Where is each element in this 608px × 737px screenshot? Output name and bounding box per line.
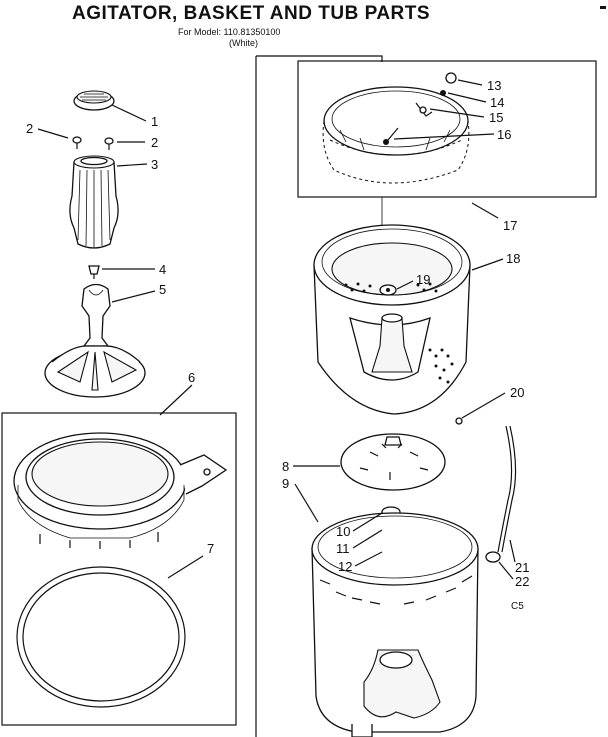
callout-9: 9 bbox=[282, 476, 289, 491]
callout-13: 13 bbox=[487, 78, 501, 93]
callout-21: 21 bbox=[515, 560, 529, 575]
page-code: C5 bbox=[511, 601, 524, 612]
callout-15: 15 bbox=[489, 110, 503, 125]
callout-20: 20 bbox=[510, 385, 524, 400]
callout-6: 6 bbox=[188, 370, 195, 385]
callout-4: 4 bbox=[159, 262, 166, 277]
leader-lines bbox=[37, 79, 516, 580]
model-number: For Model: 110.81350100 bbox=[178, 27, 280, 37]
screw-left bbox=[72, 136, 82, 149]
diagram-title: AGITATOR, BASKET AND TUB PARTS bbox=[72, 3, 430, 24]
callout-1: 1 bbox=[151, 114, 158, 129]
callout-18: 18 bbox=[506, 251, 520, 266]
callout-17: 17 bbox=[503, 218, 517, 233]
divider-bracket bbox=[256, 55, 383, 62]
callout-22: 22 bbox=[515, 574, 529, 589]
callout-labels: 1 2 2 3 4 5 6 7 8 9 10 11 12 13 14 15 16… bbox=[26, 78, 529, 589]
callout-14: 14 bbox=[490, 95, 504, 110]
callout-19: 19 bbox=[416, 272, 430, 287]
tub-ring-gasket bbox=[16, 566, 186, 708]
callout-2-left: 2 bbox=[26, 121, 33, 136]
corner-mark bbox=[600, 6, 606, 9]
balance-ring bbox=[322, 86, 470, 184]
agitator-clip bbox=[88, 265, 100, 279]
spin-basket bbox=[313, 224, 471, 415]
callout-10: 10 bbox=[336, 524, 350, 539]
agitator-base bbox=[44, 283, 146, 398]
splash-plate bbox=[340, 433, 446, 491]
callout-11: 11 bbox=[336, 541, 350, 556]
callout-2-right: 2 bbox=[151, 135, 158, 150]
agitator-barrel bbox=[69, 155, 119, 249]
tub-cover-group-frame bbox=[1, 412, 237, 726]
callout-12: 12 bbox=[338, 559, 352, 574]
callout-8: 8 bbox=[282, 459, 289, 474]
tub-cover bbox=[13, 432, 228, 549]
balance-ring-group-frame bbox=[297, 60, 597, 198]
callout-16: 16 bbox=[497, 127, 511, 142]
agitator-cap bbox=[73, 90, 115, 111]
callout-5: 5 bbox=[159, 282, 166, 297]
balance-ring-hardware bbox=[383, 72, 457, 145]
basket-drive-nut bbox=[379, 284, 397, 296]
model-color: (White) bbox=[229, 38, 258, 48]
drain-hose bbox=[497, 425, 517, 553]
basket-small-part bbox=[455, 417, 463, 425]
callout-7: 7 bbox=[207, 541, 214, 556]
screw-right bbox=[104, 137, 114, 150]
callout-3: 3 bbox=[151, 157, 158, 172]
hose-clamp bbox=[485, 551, 501, 563]
